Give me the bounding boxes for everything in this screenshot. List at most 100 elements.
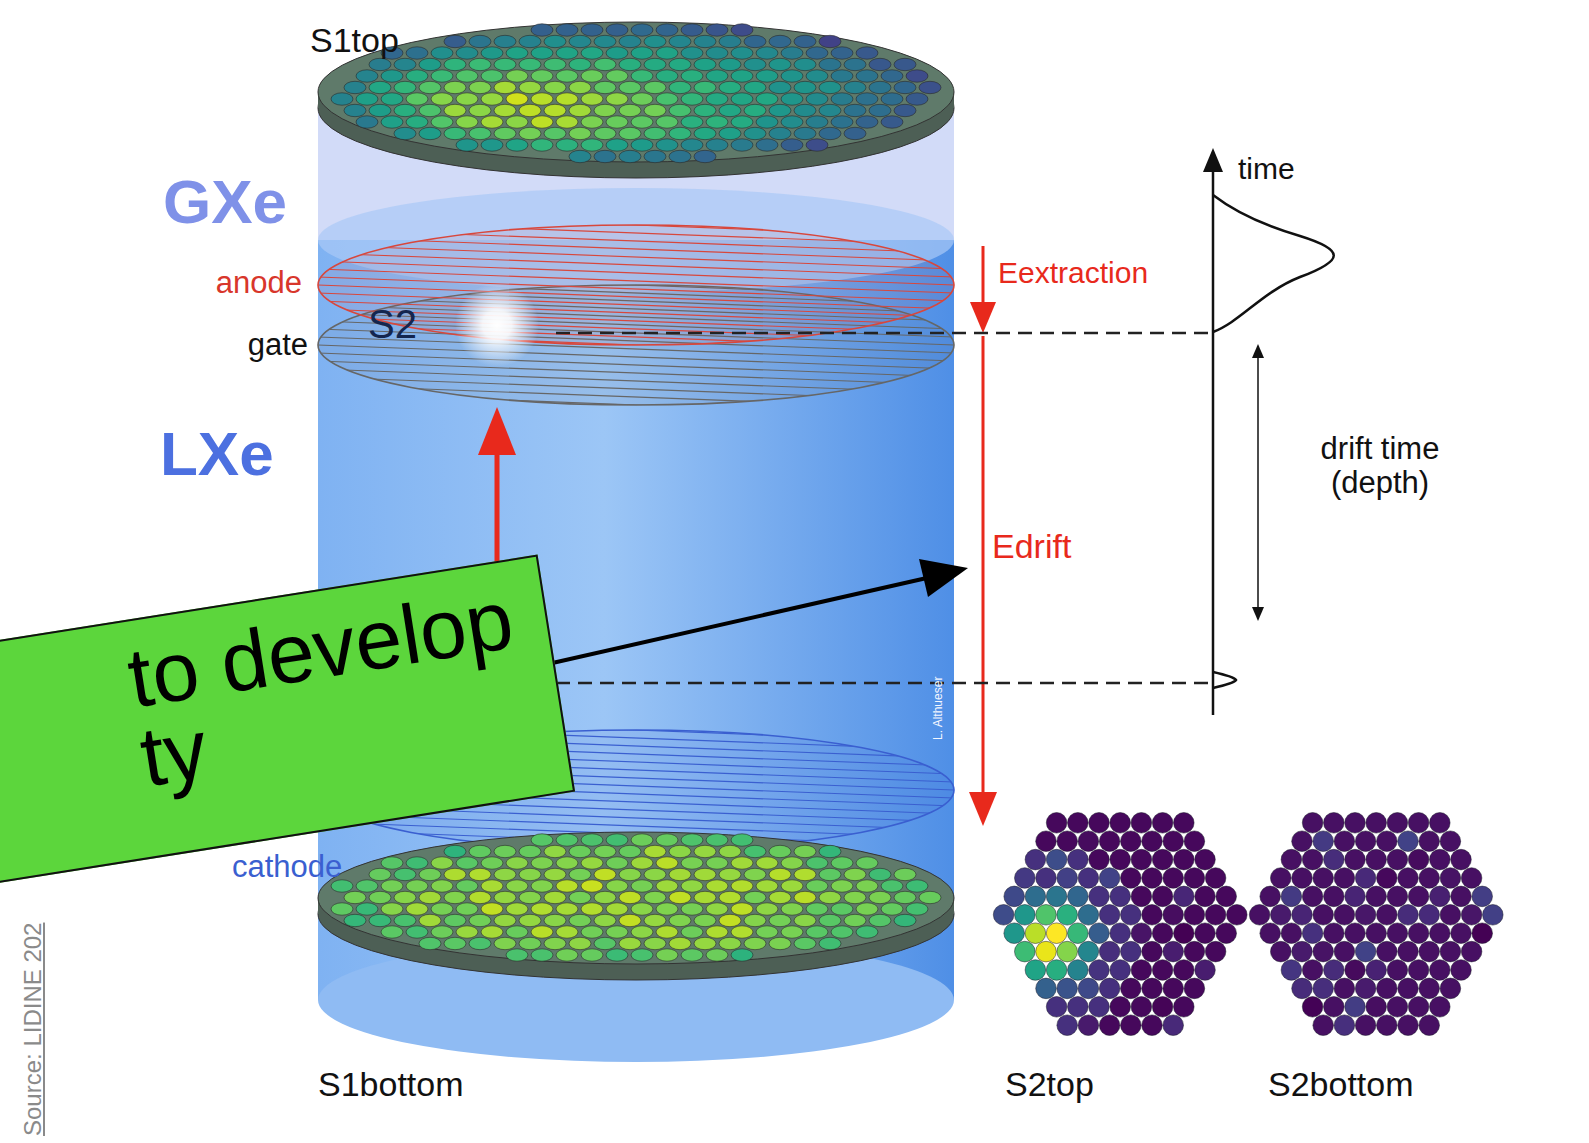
sensor bbox=[1099, 1015, 1120, 1036]
sensor bbox=[1472, 923, 1493, 944]
sensor bbox=[1078, 941, 1099, 962]
pmt bbox=[644, 937, 666, 949]
sensor bbox=[1302, 923, 1323, 944]
pmt bbox=[669, 937, 691, 949]
sensor bbox=[1057, 1015, 1078, 1036]
pmt bbox=[856, 47, 878, 59]
sensor bbox=[1461, 941, 1482, 962]
sensor bbox=[1355, 868, 1376, 889]
pmt bbox=[844, 891, 866, 903]
pmt bbox=[906, 880, 928, 892]
pmt bbox=[519, 58, 541, 70]
sensor bbox=[1152, 960, 1173, 981]
pmt bbox=[431, 903, 453, 915]
sensor bbox=[1036, 905, 1057, 926]
pmt bbox=[394, 914, 416, 926]
pmt bbox=[706, 70, 728, 82]
pmt bbox=[694, 914, 716, 926]
pmt bbox=[794, 914, 816, 926]
pmt bbox=[819, 937, 841, 949]
sensor bbox=[1015, 868, 1036, 889]
pmt bbox=[406, 880, 428, 892]
pmt bbox=[781, 903, 803, 915]
pmt bbox=[581, 139, 603, 151]
pmt bbox=[519, 891, 541, 903]
sensor bbox=[1089, 960, 1110, 981]
pmt bbox=[481, 880, 503, 892]
pmt bbox=[344, 81, 366, 93]
pmt bbox=[856, 903, 878, 915]
sensor bbox=[1398, 868, 1419, 889]
sensor bbox=[1163, 905, 1184, 926]
sensor bbox=[1302, 813, 1323, 834]
sensor bbox=[1451, 923, 1472, 944]
pmt bbox=[444, 35, 466, 47]
pmt bbox=[794, 845, 816, 857]
pmt bbox=[594, 868, 616, 880]
sensor bbox=[1089, 886, 1110, 907]
pmt bbox=[744, 891, 766, 903]
pmt bbox=[481, 116, 503, 128]
sensor bbox=[1046, 997, 1067, 1018]
pmt bbox=[669, 127, 691, 139]
pmt bbox=[656, 24, 678, 36]
pmt bbox=[494, 58, 516, 70]
pmt bbox=[669, 35, 691, 47]
sensor bbox=[1440, 978, 1461, 999]
pmt bbox=[556, 949, 578, 961]
pmt bbox=[381, 903, 403, 915]
pmt bbox=[706, 47, 728, 59]
pmt bbox=[469, 58, 491, 70]
pmt bbox=[769, 914, 791, 926]
sensor bbox=[1099, 978, 1120, 999]
sensor bbox=[1366, 923, 1387, 944]
diagram-label: Edrift bbox=[992, 528, 1071, 565]
sensor bbox=[1131, 923, 1152, 944]
pmt bbox=[756, 926, 778, 938]
pmt bbox=[619, 58, 641, 70]
pmt bbox=[681, 949, 703, 961]
pmt bbox=[569, 937, 591, 949]
pmt bbox=[606, 949, 628, 961]
pmt bbox=[844, 127, 866, 139]
pmt bbox=[369, 868, 391, 880]
pmt bbox=[631, 93, 653, 105]
pmt bbox=[544, 81, 566, 93]
sensor bbox=[1131, 849, 1152, 870]
pmt bbox=[594, 127, 616, 139]
sensor bbox=[1387, 886, 1408, 907]
pmt bbox=[406, 903, 428, 915]
pmt bbox=[744, 81, 766, 93]
pmt bbox=[456, 880, 478, 892]
pmt bbox=[619, 35, 641, 47]
pmt bbox=[694, 81, 716, 93]
pmt bbox=[531, 834, 553, 846]
sensor bbox=[1419, 1015, 1440, 1036]
hatch-line bbox=[318, 373, 954, 397]
sensor bbox=[1152, 813, 1173, 834]
pmt bbox=[806, 857, 828, 869]
pmt bbox=[556, 24, 578, 36]
sensor bbox=[1324, 886, 1345, 907]
sensor bbox=[1131, 886, 1152, 907]
sensor bbox=[1174, 849, 1195, 870]
diagram-label: time bbox=[1238, 152, 1295, 185]
sensor bbox=[1271, 941, 1292, 962]
sensor bbox=[1152, 886, 1173, 907]
pmt bbox=[406, 70, 428, 82]
pmt bbox=[656, 93, 678, 105]
sensor bbox=[1131, 997, 1152, 1018]
pmt bbox=[506, 903, 528, 915]
pmt bbox=[494, 845, 516, 857]
pmt bbox=[344, 914, 366, 926]
sensor bbox=[1174, 886, 1195, 907]
pmt bbox=[794, 81, 816, 93]
pmt bbox=[569, 868, 591, 880]
pmt bbox=[644, 150, 666, 162]
pmt bbox=[519, 914, 541, 926]
pmt bbox=[431, 880, 453, 892]
pmt bbox=[806, 139, 828, 151]
pmt bbox=[669, 868, 691, 880]
sensor bbox=[1046, 849, 1067, 870]
pmt bbox=[794, 937, 816, 949]
